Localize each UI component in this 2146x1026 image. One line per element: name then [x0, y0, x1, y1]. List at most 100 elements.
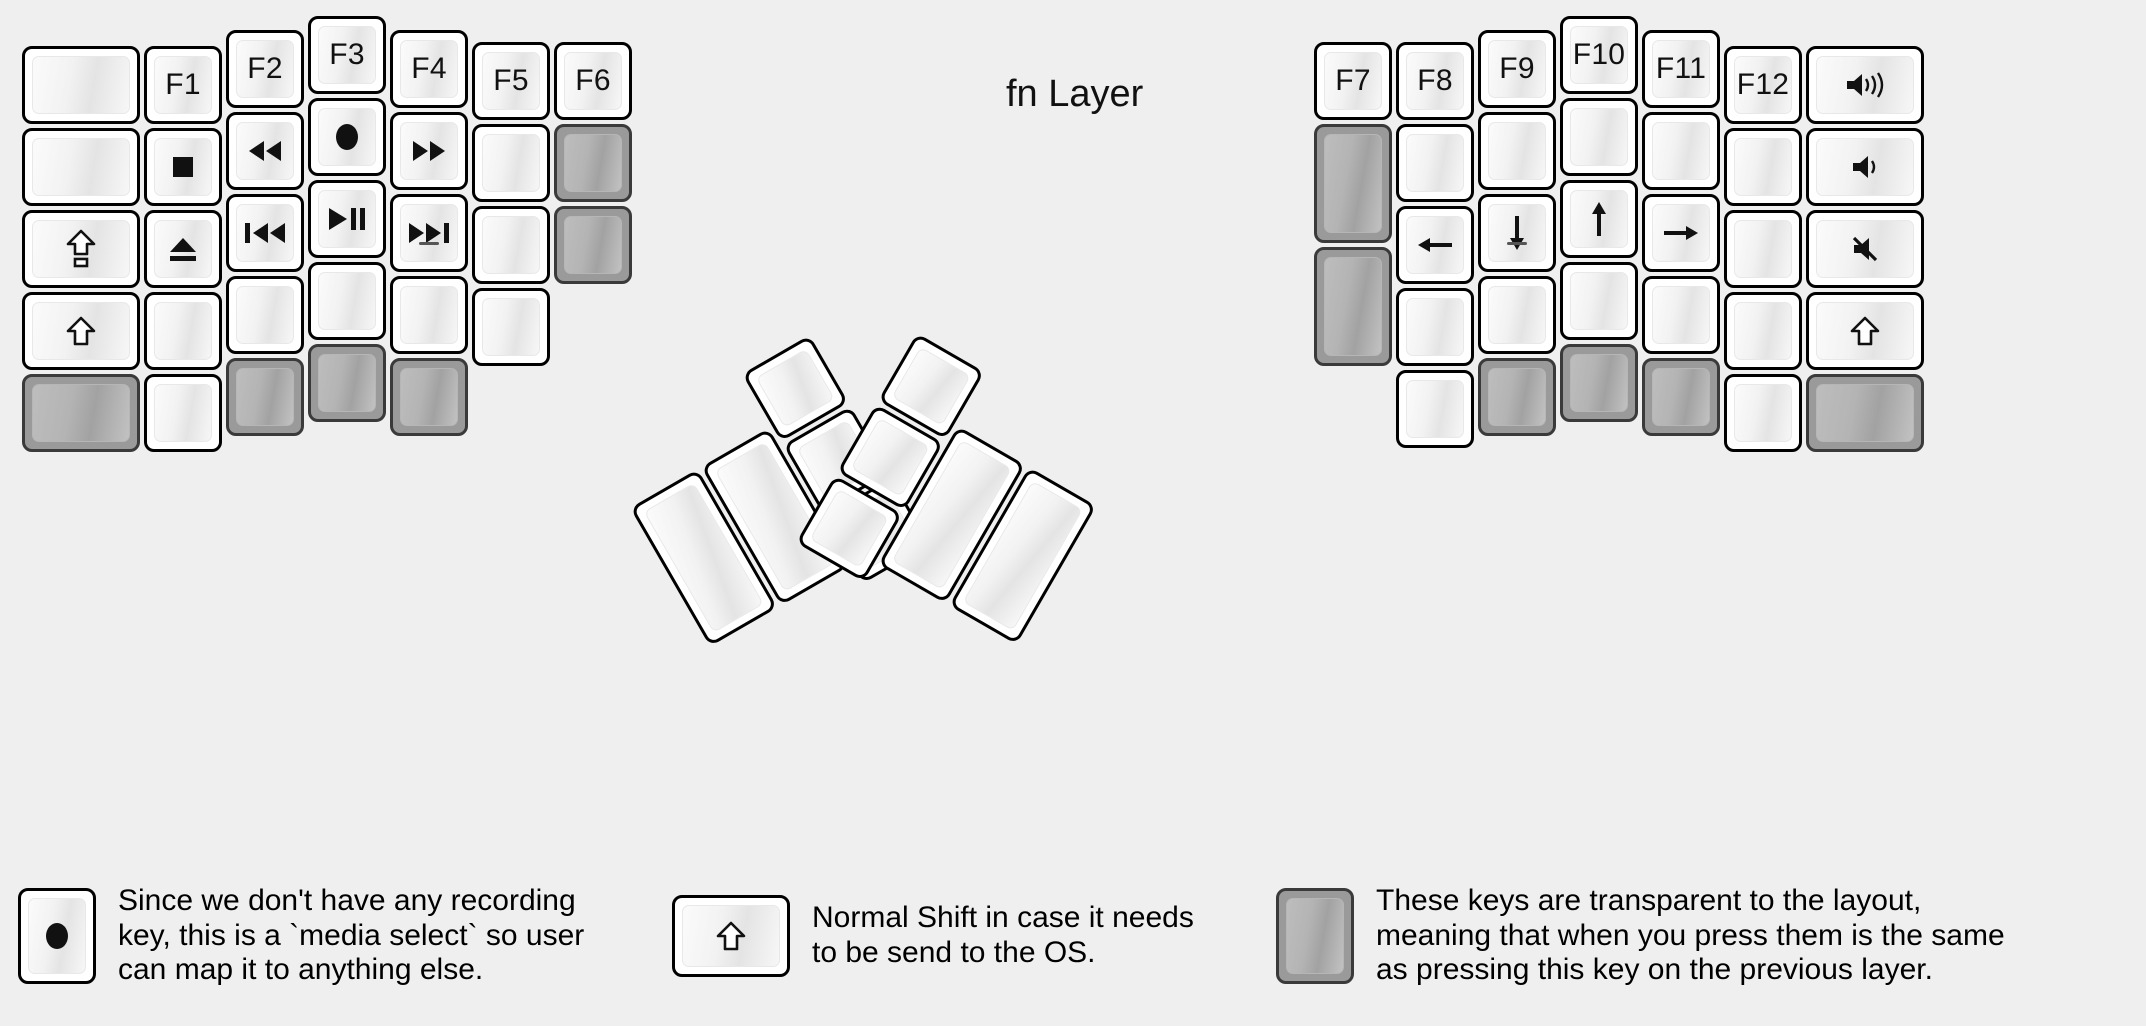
key-cap — [1324, 134, 1382, 233]
key-cap — [1816, 384, 1914, 442]
key-left-col-outer-0[interactable] — [22, 46, 140, 124]
key-right-col-ring-1[interactable] — [1560, 98, 1638, 176]
key-right-col-index-4[interactable] — [1396, 370, 1474, 448]
key-right-col-middle-3[interactable] — [1478, 276, 1556, 354]
key-left-col-pinky-0[interactable]: F1 — [144, 46, 222, 124]
key-right-col-pinky-1[interactable] — [1642, 112, 1720, 190]
key-left-col-outer-3[interactable] — [22, 292, 140, 370]
key-legend: F7 — [1335, 64, 1371, 97]
key-legend: F6 — [575, 64, 611, 97]
key-right-col-outer-4[interactable] — [1724, 374, 1802, 452]
key-cap — [318, 272, 376, 330]
key-right-col-index-2[interactable] — [1396, 206, 1474, 284]
key-cap — [236, 122, 294, 180]
key-left-col-ring-3[interactable] — [226, 276, 304, 354]
key-cap — [400, 368, 458, 426]
key-left-col-ring-1[interactable] — [226, 112, 304, 190]
key-left-col-pinky-1[interactable] — [144, 128, 222, 206]
key-legend: F9 — [1499, 52, 1535, 85]
legend-strip: Since we don't have any recording key, t… — [18, 862, 2128, 1010]
key-right-col-outer-1[interactable] — [1724, 128, 1802, 206]
key-cap — [1406, 216, 1464, 274]
key-left-col-inner-1[interactable] — [472, 124, 550, 202]
key-left-col-ring-4[interactable] — [226, 358, 304, 436]
key-left-col-middle-3[interactable] — [308, 262, 386, 340]
key-left-col-middle-2[interactable] — [308, 180, 386, 258]
key-right-col-outermost-3[interactable] — [1806, 292, 1924, 370]
key-cap — [154, 302, 212, 360]
key-right-col-ring-0[interactable]: F10 — [1560, 16, 1638, 94]
key-left-col-innermost-2[interactable] — [554, 206, 632, 284]
key-cap — [318, 190, 376, 248]
key-right-col-middle-0[interactable]: F9 — [1478, 30, 1556, 108]
key-cap — [1570, 272, 1628, 330]
key-right-col-outer-0[interactable]: F12 — [1724, 46, 1802, 124]
key-left-col-outer-1[interactable] — [22, 128, 140, 206]
key-right-col-inner-1[interactable] — [1314, 124, 1392, 243]
key-cap: F7 — [1324, 52, 1382, 110]
key-legend: F3 — [329, 38, 365, 71]
key-right-col-index-0[interactable]: F8 — [1396, 42, 1474, 120]
key-left-col-innermost-1[interactable] — [554, 124, 632, 202]
key-right-col-middle-4[interactable] — [1478, 358, 1556, 436]
key-left-col-ring-0[interactable]: F2 — [226, 30, 304, 108]
key-right-col-outermost-1[interactable] — [1806, 128, 1924, 206]
key-left-col-innermost-0[interactable]: F6 — [554, 42, 632, 120]
key-right-col-inner-2[interactable] — [1314, 247, 1392, 366]
key-right-col-ring-2[interactable] — [1560, 180, 1638, 258]
key-left-col-index-1[interactable] — [390, 112, 468, 190]
key-cap — [564, 134, 622, 192]
key-right-col-ring-3[interactable] — [1560, 262, 1638, 340]
key-right-col-outermost-0[interactable] — [1806, 46, 1924, 124]
media-record-icon — [332, 122, 362, 152]
key-right-col-index-3[interactable] — [1396, 288, 1474, 366]
key-left-col-middle-4[interactable] — [308, 344, 386, 422]
key-cap: F12 — [1734, 56, 1792, 114]
key-right-col-middle-2[interactable] — [1478, 194, 1556, 272]
key-right-col-pinky-4[interactable] — [1642, 358, 1720, 436]
key-right-col-pinky-0[interactable]: F11 — [1642, 30, 1720, 108]
key-legend: F8 — [1417, 64, 1453, 97]
key-cap — [1488, 286, 1546, 344]
key-left-col-pinky-2[interactable] — [144, 210, 222, 288]
key-cap — [32, 302, 130, 360]
key-left-col-outer-4[interactable] — [22, 374, 140, 452]
key-left-col-inner-0[interactable]: F5 — [472, 42, 550, 120]
key-left-col-ring-2[interactable] — [226, 194, 304, 272]
media-rewind-icon — [246, 139, 284, 163]
key-cap: F3 — [318, 26, 376, 84]
key-right-col-ring-4[interactable] — [1560, 344, 1638, 422]
media-record-icon — [42, 921, 72, 951]
volume-mute-icon — [1850, 235, 1880, 263]
key-cap — [564, 216, 622, 274]
key-cap — [400, 286, 458, 344]
key-left-col-index-3[interactable] — [390, 276, 468, 354]
key-cap — [1652, 368, 1710, 426]
key-cap — [236, 286, 294, 344]
legend-key-1 — [18, 888, 96, 984]
key-right-col-inner-0[interactable]: F7 — [1314, 42, 1392, 120]
key-left-col-pinky-3[interactable] — [144, 292, 222, 370]
key-right-col-index-1[interactable] — [1396, 124, 1474, 202]
key-cap — [891, 346, 971, 426]
key-right-col-outer-2[interactable] — [1724, 210, 1802, 288]
media-play-pause-icon — [327, 206, 367, 232]
key-left-col-index-2[interactable] — [390, 194, 468, 272]
key-cap — [682, 905, 780, 967]
key-right-col-pinky-2[interactable] — [1642, 194, 1720, 272]
key-left-col-inner-3[interactable] — [472, 288, 550, 366]
key-right-col-middle-1[interactable] — [1478, 112, 1556, 190]
key-left-col-outer-2[interactable] — [22, 210, 140, 288]
key-right-col-outer-3[interactable] — [1724, 292, 1802, 370]
key-right-col-pinky-3[interactable] — [1642, 276, 1720, 354]
key-left-col-middle-1[interactable] — [308, 98, 386, 176]
key-left-col-index-4[interactable] — [390, 358, 468, 436]
key-cap — [400, 204, 458, 262]
key-left-col-index-0[interactable]: F4 — [390, 30, 468, 108]
key-left-col-middle-0[interactable]: F3 — [308, 16, 386, 94]
key-right-col-outermost-4[interactable] — [1806, 374, 1924, 452]
key-right-col-outermost-2[interactable] — [1806, 210, 1924, 288]
key-left-col-pinky-4[interactable] — [144, 374, 222, 452]
key-left-col-inner-2[interactable] — [472, 206, 550, 284]
